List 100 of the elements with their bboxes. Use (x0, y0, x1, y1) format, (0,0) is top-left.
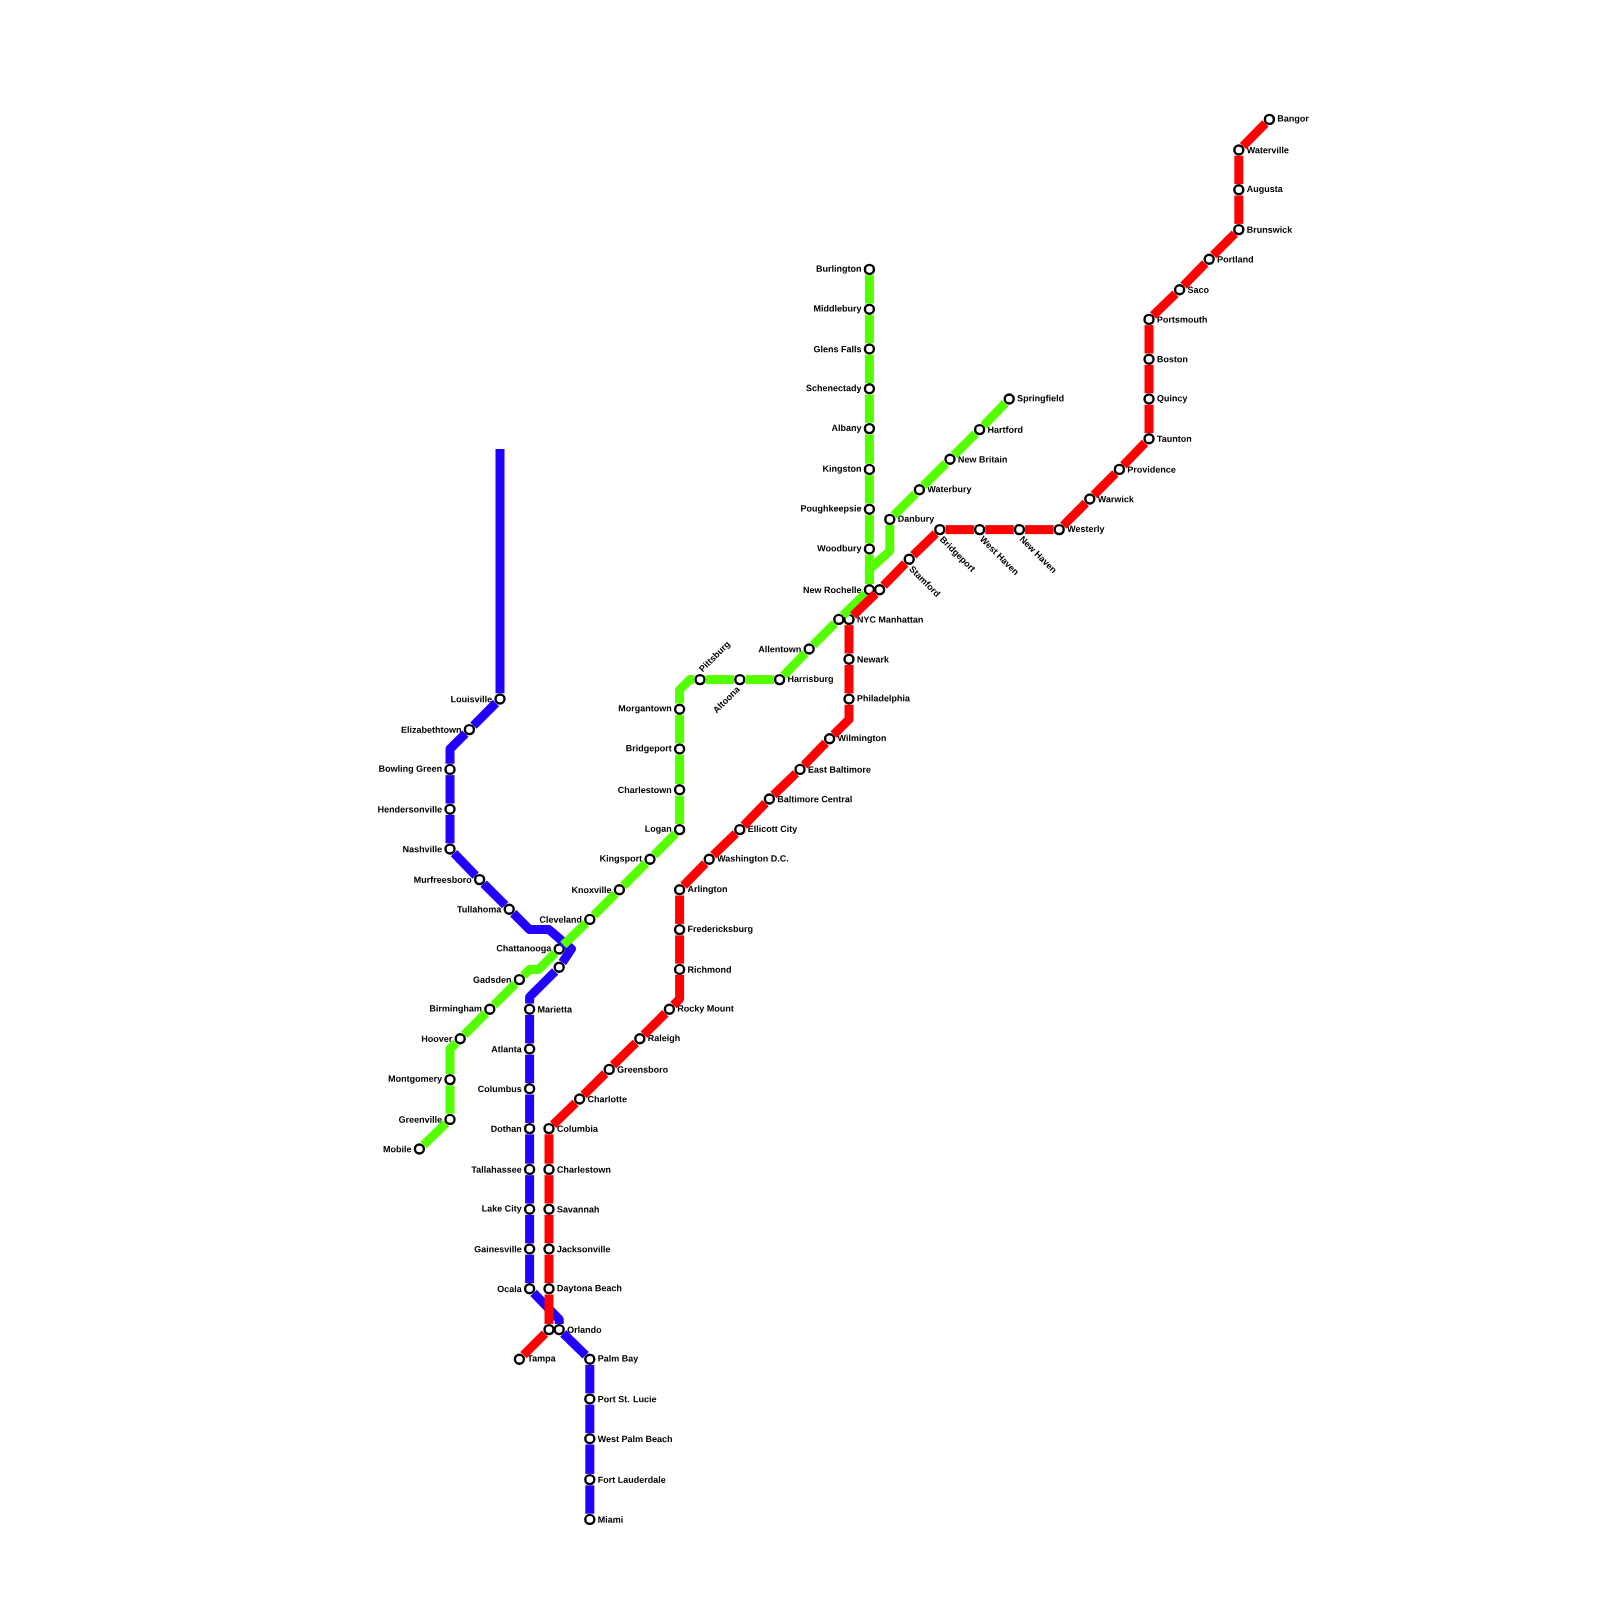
track-line (1090, 470, 1119, 499)
track-line (844, 664, 854, 694)
station: Albany (831, 422, 876, 435)
track-line (525, 1054, 535, 1084)
track-line (880, 560, 909, 589)
track-line (585, 1485, 595, 1514)
station: Taunton (1143, 433, 1192, 445)
station: Hoover (421, 1033, 466, 1045)
node-label: Providence (1127, 466, 1176, 473)
node-label: Montgomery (388, 1075, 443, 1084)
track-line (1210, 230, 1238, 259)
track-line (461, 1010, 489, 1038)
track-line (910, 530, 939, 559)
station: Providence (1113, 463, 1176, 476)
node-label: Woodbury (817, 544, 862, 554)
station: Brunswick (1233, 223, 1293, 236)
node-label: Morgantown (618, 705, 672, 714)
node-label: Hendersonville (378, 805, 442, 813)
track-line (675, 935, 685, 964)
station: Knoxville (572, 884, 626, 896)
track-line (1180, 260, 1209, 289)
track-line (890, 490, 919, 519)
station: Washington D.C. (703, 853, 789, 865)
node-label: Bangor (1277, 115, 1309, 124)
track-line (1025, 525, 1054, 535)
node-label: Westerly (1067, 525, 1105, 534)
node-label: Boston (1157, 356, 1188, 363)
track-line (544, 1175, 554, 1204)
station: Greenville (398, 1113, 456, 1126)
station: New Britain (944, 453, 1007, 465)
track-line (560, 920, 589, 949)
node-label: Orlando (567, 1326, 602, 1333)
station: Middlebury (814, 303, 876, 315)
track-line (1144, 404, 1154, 434)
station: Hendersonville (378, 803, 456, 815)
station: Jacksonville (543, 1243, 611, 1255)
node-label: Columbia (557, 1125, 598, 1132)
station: Westerly (1053, 523, 1105, 536)
track-line (620, 860, 650, 889)
station: Port St. Lucie (584, 1393, 657, 1405)
track-line (525, 1014, 535, 1044)
node-label: Fort Lauderdale (598, 1476, 666, 1483)
node-label: Raleigh (648, 1034, 680, 1044)
node-label: Harrisburg (788, 675, 833, 684)
station: Columbia (543, 1122, 598, 1135)
track-line (830, 704, 854, 738)
node-label: Brunswick (1247, 226, 1293, 233)
track-line (1234, 155, 1244, 185)
node-label: Gadsden (473, 976, 511, 983)
node-label: Fredericksburg (688, 925, 753, 934)
track-line (445, 814, 455, 844)
node-label: Marietta (538, 1005, 573, 1013)
station: Arlington (673, 884, 727, 896)
track-line (490, 980, 519, 1009)
track-line (445, 1085, 455, 1114)
node-label: Charlestown (618, 786, 672, 794)
track-line (675, 714, 685, 744)
node-label: Richmond (688, 966, 731, 973)
track-line (770, 770, 800, 799)
node-label: Knoxville (572, 886, 612, 894)
track-line (640, 1010, 669, 1038)
node-label: Columbus (478, 1085, 522, 1093)
station: Gainesville (474, 1243, 536, 1255)
node-label: Elizabethtown (401, 726, 461, 733)
node-label: Allentown (758, 645, 801, 653)
track-line (525, 1254, 535, 1284)
station: Danbury (884, 513, 935, 526)
station: Murfreesboro (414, 873, 486, 886)
track-line (525, 1094, 535, 1123)
track-line (945, 525, 974, 535)
track-line (745, 675, 774, 685)
track-line (480, 880, 509, 909)
node-label: Murfreesboro (414, 876, 472, 883)
station: Boston (1143, 353, 1188, 365)
node-label: Port St. Lucie (598, 1395, 657, 1403)
track-line (445, 730, 469, 764)
node-label: Cleveland (539, 916, 582, 923)
track-line (544, 1254, 554, 1284)
track-line (520, 949, 559, 979)
track-line (585, 1444, 595, 1474)
track-line (520, 1330, 549, 1359)
station: Woodbury (817, 543, 876, 555)
track-line (844, 625, 854, 654)
track-line (549, 1099, 579, 1128)
station: Logan (645, 823, 686, 836)
node-label: Albany (831, 424, 862, 433)
station: Rocky Mount (663, 1003, 734, 1015)
track-line (450, 849, 479, 879)
track-line (544, 1214, 554, 1244)
track-line (1144, 364, 1154, 394)
station: Palm Bay (584, 1353, 639, 1365)
track-line (585, 1404, 595, 1434)
node-label: West Palm Beach (597, 1435, 672, 1443)
station: West Palm Beach (584, 1433, 672, 1445)
track-line (985, 525, 1014, 535)
node-label: Miami (598, 1516, 623, 1523)
station: Fredericksburg (673, 923, 753, 936)
track-line (560, 1330, 589, 1359)
station: Portsmouth (1143, 313, 1207, 326)
node-label: Poughkeepsie (801, 504, 862, 514)
